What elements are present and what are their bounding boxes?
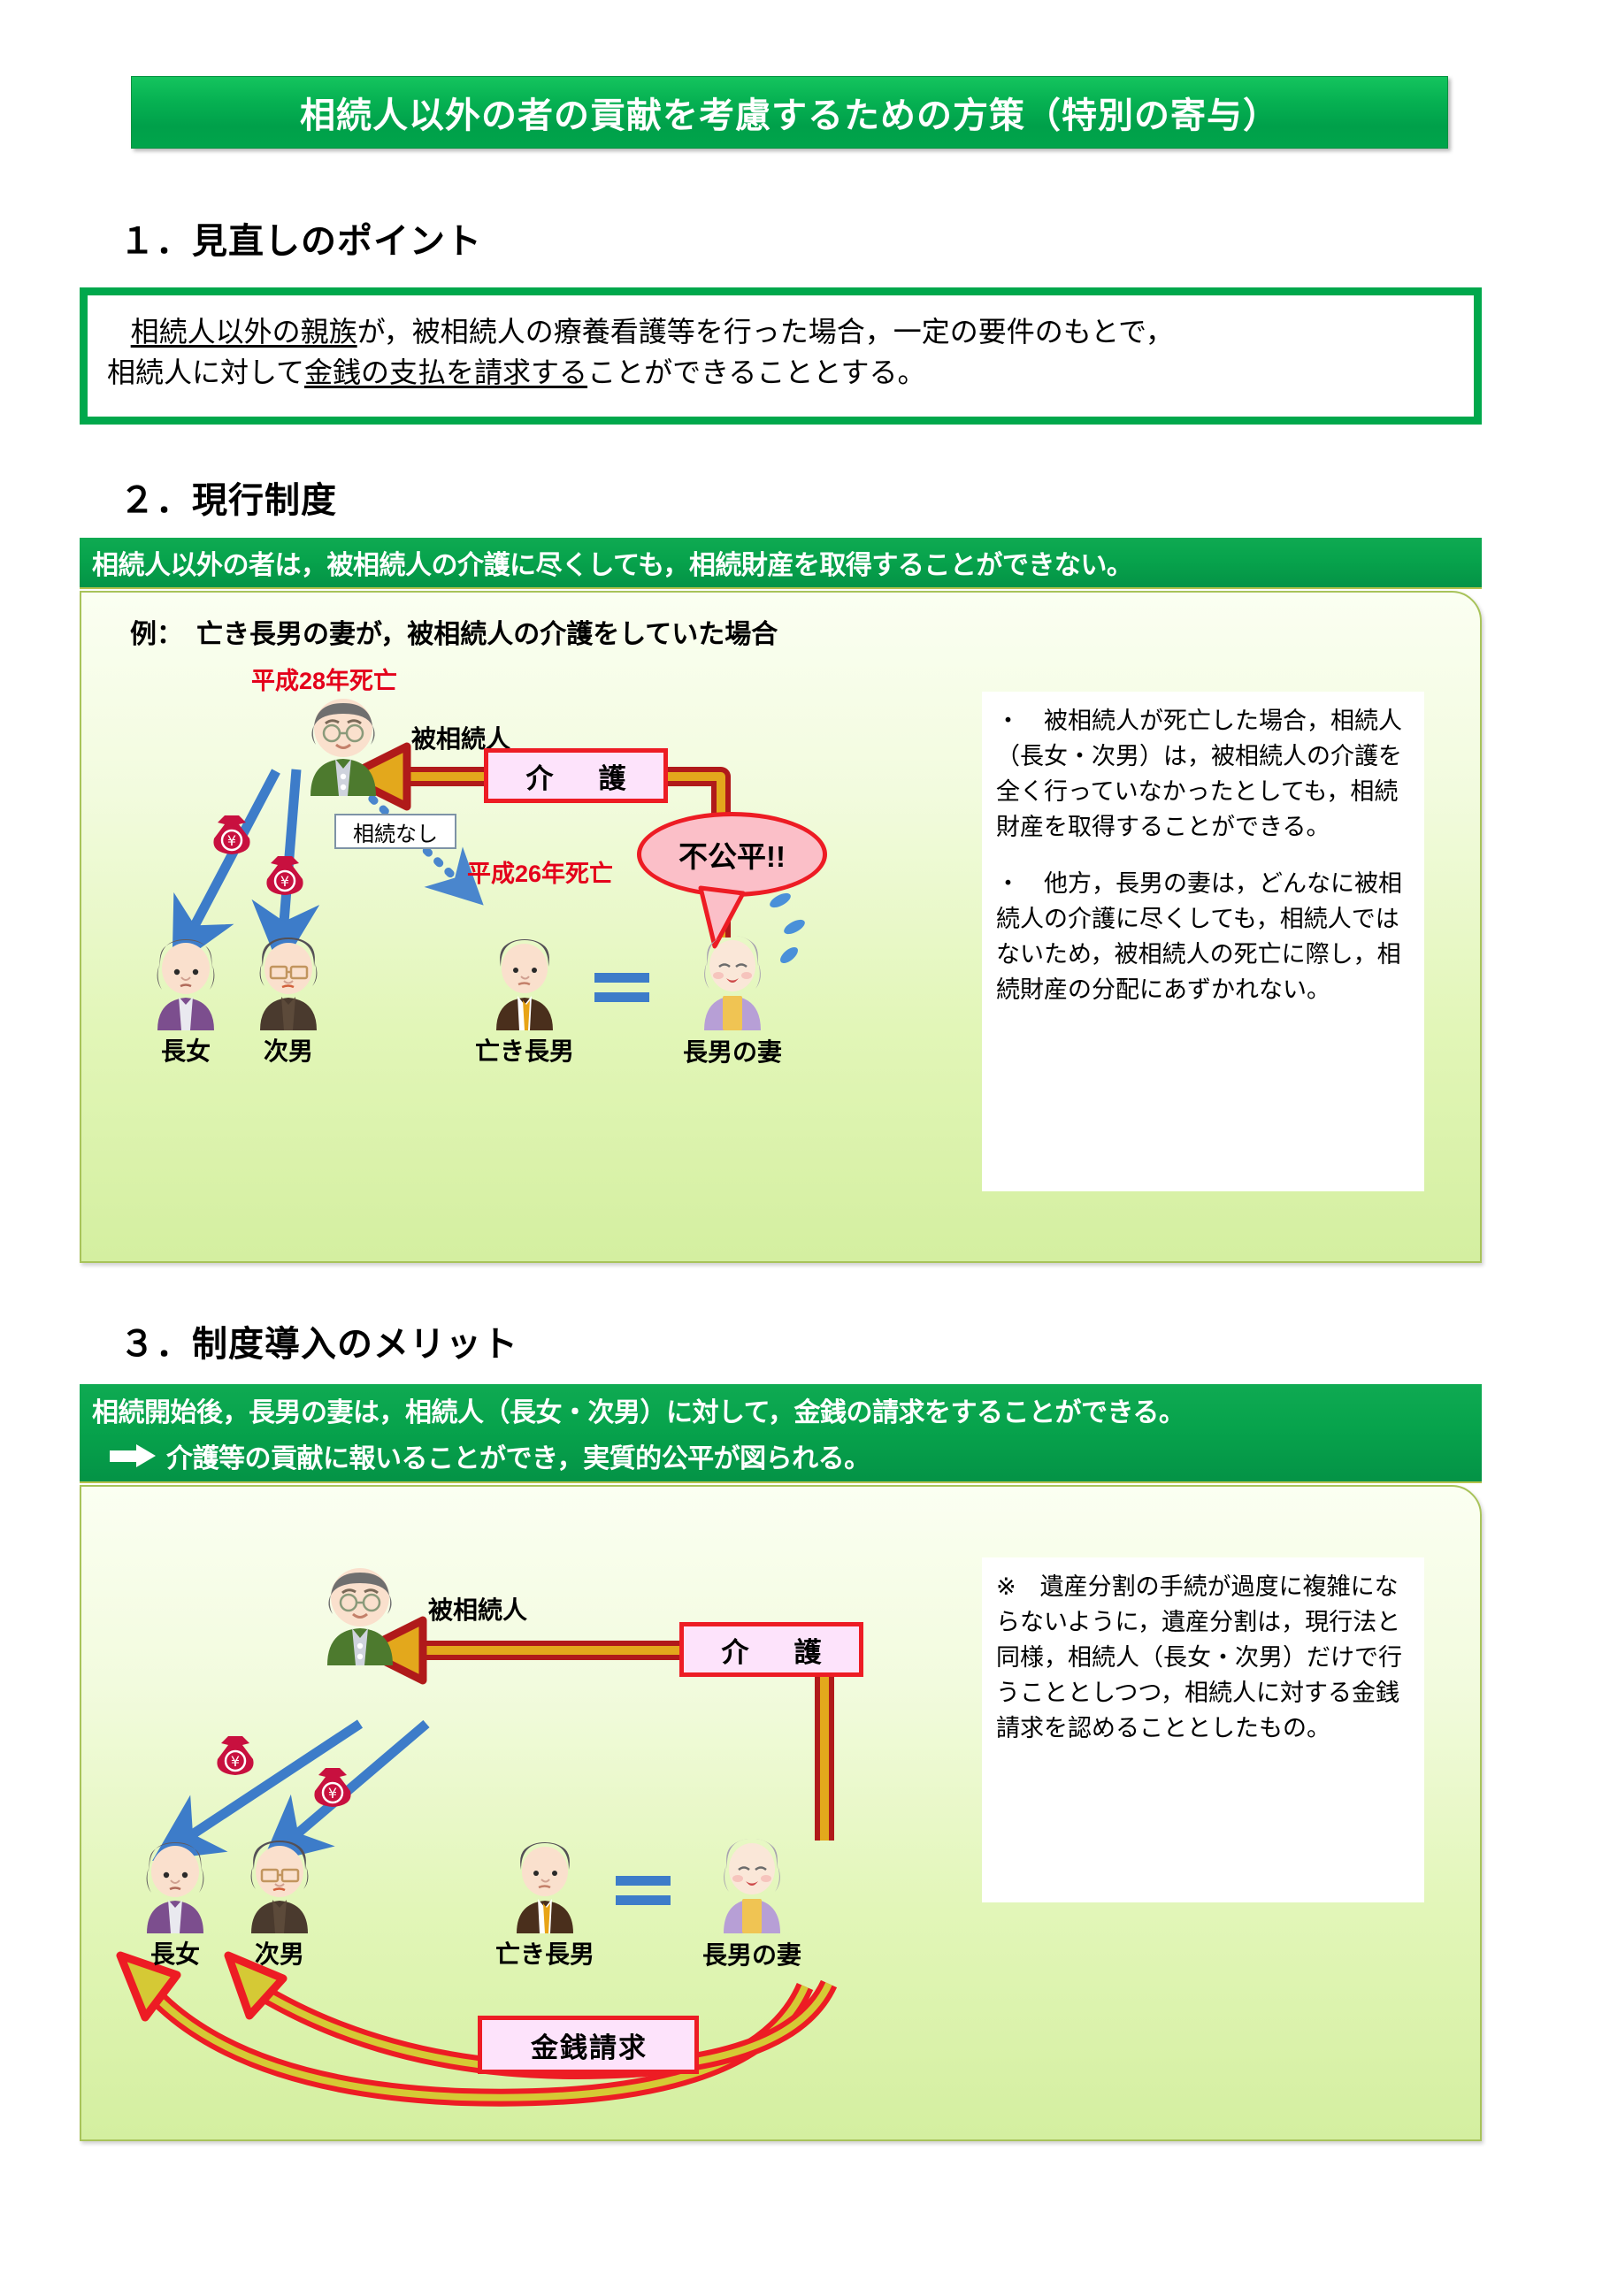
- section1-text: 相続人以外の親族が，被相続人の療養看護等を行った場合，一定の要件のもとで， 相続…: [107, 311, 1463, 394]
- section2-note-bullet-1: ・ 被相続人が死亡した場合，相続人（長女・次男）は，被相続人の介護を全く行ってい…: [996, 708, 1402, 840]
- section1-line1-rest: が，被相続人の療養看護等を行った場合，一定の要件のもとで，: [356, 316, 1174, 348]
- section1-line2: 相続人に対して金銭の支払を請求することができることとする。: [107, 352, 1463, 393]
- section3-heading: ３．制度導入のメリット: [119, 1325, 518, 1364]
- elderly-man-glasses-icon: [259, 938, 318, 1030]
- man-suit-icon: [496, 939, 553, 1030]
- page-title-banner: 相続人以外の者の貢献を考慮するための方策（特別の寄与）: [131, 76, 1448, 149]
- marriage-equals-icon: [594, 973, 649, 1012]
- money-bag-icon-2: ¥: [266, 856, 303, 895]
- figure-eldest-daughter: 長女: [134, 1836, 216, 1968]
- section1-emphasis-1: 相続人以外の親族: [130, 316, 357, 348]
- section1-line2-a: 相続人に対して: [107, 356, 305, 389]
- section1-line2-c: ことができることとする。: [587, 356, 926, 389]
- figure-second-son: 次男: [239, 1836, 320, 1968]
- section2-note-card: ・ 被相続人が死亡した場合，相続人（長女・次男）は，被相続人の介護を全く行ってい…: [982, 692, 1424, 1191]
- figure-eldest-sons-wife: 長男の妻: [683, 929, 782, 1066]
- elderly-woman-cardigan-icon: [724, 1839, 780, 1933]
- figure-caption: 長男の妻: [682, 1038, 783, 1066]
- marriage-equals-icon: [616, 1876, 671, 1915]
- figure-deceased-eldest-son: 亡き長男: [475, 933, 574, 1065]
- figure-caption: 次男: [263, 1037, 314, 1065]
- section3-money-claim-label: 金銭請求: [478, 2016, 699, 2074]
- section2-example-label: 例： 亡き長男の妻が，被相続人の介護をしていた場合: [130, 620, 778, 649]
- section3-diagram-panel: ¥ ¥: [80, 1485, 1482, 2141]
- figure-deceased-eldest-son: 亡き長男: [495, 1836, 594, 1968]
- figure-eldest-sons-wife: 長男の妻: [702, 1832, 801, 1969]
- section3-note-card: ※ 遺産分割の手続が過度に複雑にならないように，遺産分割は，現行法と同様，相続人…: [982, 1557, 1424, 1902]
- right-arrow-icon: [110, 1444, 156, 1467]
- section2-eldest-son-death-label: 平成26年死亡: [467, 861, 614, 887]
- figure-second-son: 次男: [248, 933, 329, 1065]
- man-suit-icon: [517, 1842, 573, 1933]
- figure-caption: 長男の妻: [702, 1941, 802, 1969]
- section3-decedent-label: 被相続人: [428, 1596, 528, 1624]
- svg-text:¥: ¥: [231, 1753, 240, 1770]
- section2-unfair-bubble: 不公平!!: [637, 812, 827, 897]
- section2-statement-text: 相続人以外の者は，被相続人の介護に尽くしても，相続財産を取得することができない。: [92, 551, 1133, 580]
- section3-statement-bar: 相続開始後，長男の妻は，相続人（長女・次男）に対して，金銭の請求をすることができ…: [80, 1384, 1482, 1483]
- section3-care-label: 介 護: [679, 1622, 863, 1677]
- section2-note-bullet-2: ・ 他方，長男の妻は，どんなに被相続人の介護に尽くしても，相続人ではないため，被…: [996, 869, 1402, 1003]
- elderly-man-icon: [327, 1568, 393, 1665]
- figure-caption: 亡き長男: [474, 1037, 575, 1065]
- section1-emphasis-2: 金銭の支払を請求する: [304, 356, 588, 389]
- elderly-man-icon: [310, 699, 376, 796]
- section1-box: 相続人以外の親族が，被相続人の療養看護等を行った場合，一定の要件のもとで， 相続…: [80, 287, 1482, 425]
- elderly-man-glasses-icon: [250, 1841, 309, 1933]
- page-title: 相続人以外の者の貢献を考慮するための方策（特別の寄与）: [300, 96, 1279, 135]
- section2-decedent-label: 被相続人: [411, 725, 511, 753]
- section1-heading: １．見直しのポイント: [119, 222, 482, 261]
- money-bag-icon-1: ¥: [213, 815, 250, 854]
- section3-statement-line2-row: 介護等の貢献に報いることができ，実質的公平が図られる。: [80, 1436, 870, 1475]
- money-bag-icon-2: ¥: [314, 1768, 351, 1807]
- figure-caption: 次男: [254, 1940, 305, 1968]
- section2-care-label: 介 護: [484, 748, 668, 803]
- money-bag-icon-1: ¥: [217, 1736, 254, 1775]
- svg-text:¥: ¥: [280, 873, 289, 890]
- figure-eldest-daughter: 長女: [145, 933, 226, 1065]
- figure-caption: 亡き長男: [494, 1940, 595, 1968]
- figure-caption: 長女: [150, 1940, 201, 1968]
- elderly-woman-icon: [146, 1842, 204, 1933]
- figure-caption: 長女: [160, 1037, 211, 1065]
- section2-heading: ２．現行制度: [119, 481, 337, 520]
- svg-text:¥: ¥: [227, 832, 236, 849]
- section2-no-inheritance-label: 相続なし: [334, 814, 456, 849]
- section2-statement-bar: 相続人以外の者は，被相続人の介護に尽くしても，相続財産を取得することができない。: [80, 538, 1482, 589]
- section1-line1: 相続人以外の親族が，被相続人の療養看護等を行った場合，一定の要件のもとで，: [107, 311, 1463, 352]
- section2-diagram-panel: 例： 亡き長男の妻が，被相続人の介護をしていた場合: [80, 591, 1482, 1263]
- elderly-woman-icon: [157, 939, 215, 1030]
- section3-note-text: ※ 遺産分割の手続が過度に複雑にならないように，遺産分割は，現行法と同様，相続人…: [996, 1573, 1402, 1741]
- figure-decedent: [313, 1566, 407, 1665]
- section3-statement-line1: 相続開始後，長男の妻は，相続人（長女・次男）に対して，金銭の請求をすることができ…: [92, 1398, 1185, 1427]
- section2-decedent-death-label: 平成28年死亡: [251, 668, 398, 694]
- figure-decedent: [296, 697, 390, 796]
- section3-statement-line2: 介護等の貢献に報いることができ，実質的公平が図られる。: [166, 1444, 870, 1473]
- svg-text:¥: ¥: [328, 1785, 337, 1802]
- elderly-woman-cardigan-icon: [704, 936, 761, 1030]
